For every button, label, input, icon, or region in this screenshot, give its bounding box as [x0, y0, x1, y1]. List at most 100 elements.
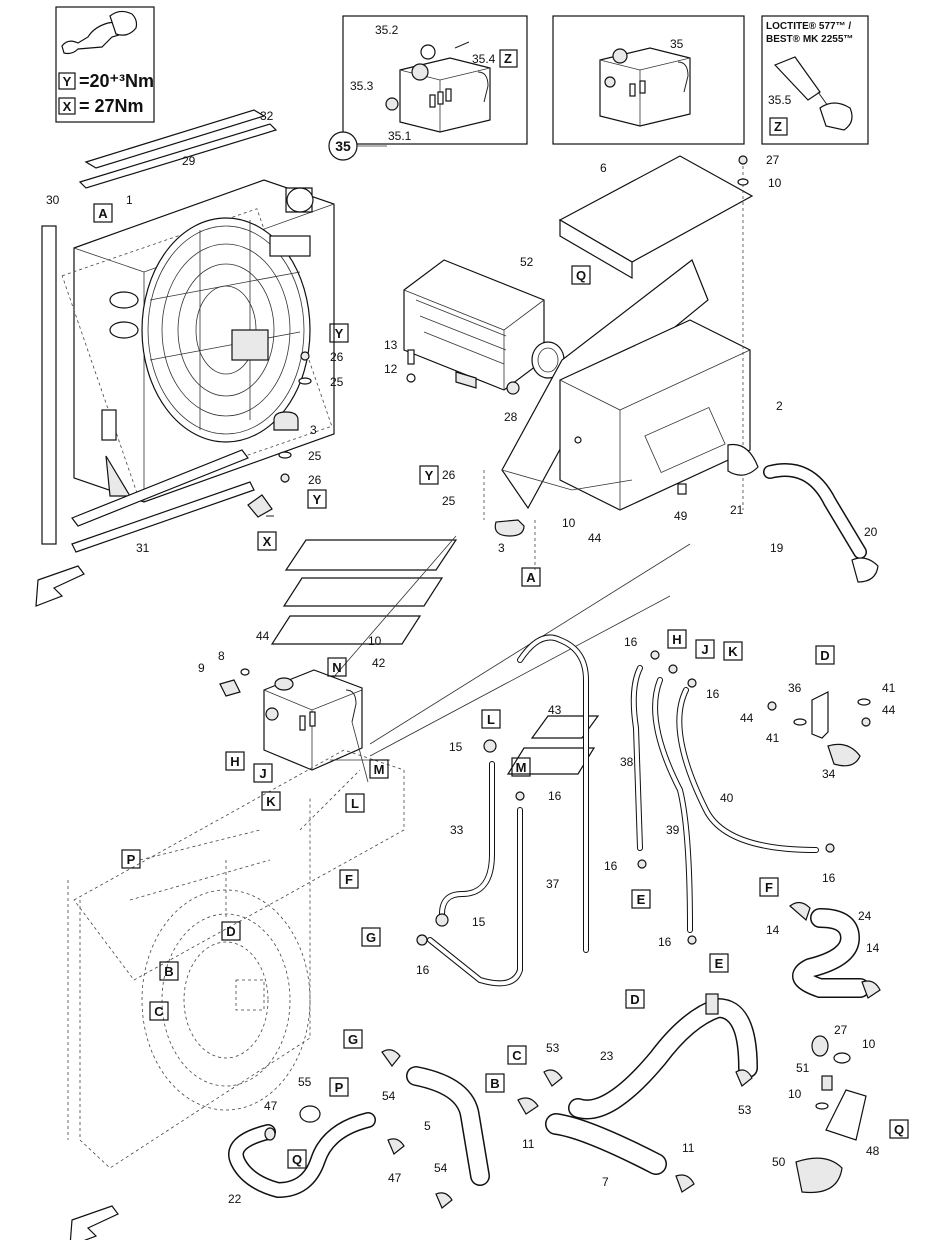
label-16-k: 16 — [706, 687, 720, 701]
letter-box-e-hose: E — [709, 953, 729, 973]
label-14-a: 14 — [766, 923, 780, 937]
letter-box-d-bracket: D — [815, 645, 835, 665]
torque-legend: Y =20⁺³Nm X = 27Nm — [55, 6, 155, 123]
svg-text:K: K — [728, 644, 738, 659]
label-11-a: 11 — [522, 1137, 535, 1151]
label-15-a: 15 — [449, 740, 463, 754]
label-53-b: 53 — [738, 1103, 752, 1117]
label-7: 7 — [602, 1175, 609, 1189]
svg-text:E: E — [715, 956, 724, 971]
label-10-mid: 10 — [562, 516, 576, 530]
loctite-letter-z: Z — [774, 119, 782, 134]
loctite-line2: BEST® MK 2255™ — [766, 34, 853, 45]
label-1: 1 — [126, 193, 133, 207]
letter-box-c-frame: C — [149, 1001, 169, 1021]
label-47-a: 47 — [264, 1099, 278, 1113]
callout-35: 35 — [335, 138, 351, 154]
label-5: 5 — [424, 1119, 431, 1133]
inset-tank: 35 — [552, 15, 745, 145]
label-8: 8 — [218, 649, 225, 663]
svg-text:Q: Q — [894, 1122, 904, 1137]
letter-box-e-tube: E — [631, 889, 651, 909]
label-16-40: 16 — [822, 871, 836, 885]
label-35-3: 35.3 — [350, 79, 374, 93]
label-42: 42 — [372, 656, 386, 670]
legend-x-torque: = 27Nm — [79, 96, 144, 116]
label-27-top: 27 — [766, 153, 780, 167]
hoses-lower — [228, 901, 881, 1209]
label-38: 38 — [620, 755, 634, 769]
svg-text:B: B — [164, 964, 173, 979]
svg-text:C: C — [512, 1048, 522, 1063]
svg-text:F: F — [765, 880, 773, 895]
letter-box-y-a: Y — [329, 323, 349, 343]
letter-box-l-tube: L — [481, 709, 501, 729]
label-44-d: 44 — [740, 711, 754, 725]
label-54-b: 54 — [434, 1161, 448, 1175]
loctite-line1: LOCTITE® 577™ / — [766, 21, 851, 32]
inset-loctite: LOCTITE® 577™ / BEST® MK 2255™ 35.5 Z — [761, 15, 869, 145]
svg-text:Q: Q — [292, 1152, 302, 1167]
letter-box-d-frame: D — [221, 921, 241, 941]
heater-unit — [403, 259, 565, 395]
letter-box-c-hose: C — [507, 1045, 527, 1065]
svg-text:G: G — [348, 1032, 358, 1047]
label-32: 32 — [260, 109, 274, 123]
letter-box-x: X — [257, 531, 277, 551]
radiator-assembly-top — [35, 109, 335, 607]
label-35-5: 35.5 — [768, 93, 792, 107]
label-55: 55 — [298, 1075, 312, 1089]
bracket-36 — [767, 691, 871, 767]
svg-text:B: B — [490, 1076, 499, 1091]
svg-text:J: J — [701, 642, 708, 657]
label-34: 34 — [822, 767, 836, 781]
label-16-39: 16 — [658, 935, 672, 949]
label-30: 30 — [46, 193, 60, 207]
label-35-4: 35.4 — [472, 52, 496, 66]
label-10-tank: 10 — [368, 634, 382, 648]
svg-text:A: A — [98, 206, 108, 221]
label-53-a: 53 — [546, 1041, 560, 1055]
letter-box-a-mid: A — [521, 567, 541, 587]
svg-text:K: K — [266, 794, 276, 809]
letter-box-j-tube: J — [695, 639, 715, 659]
label-35-1: 35.1 — [388, 129, 412, 143]
svg-text:Y: Y — [335, 326, 344, 341]
letter-box-l-tank: L — [345, 793, 365, 813]
label-16-m: 16 — [548, 789, 562, 803]
letter-box-k-tube: K — [723, 641, 743, 661]
part-labels: 32 29 30 1 27 10 6 52 13 12 28 2 26 25 3… — [46, 109, 896, 1206]
svg-text:H: H — [230, 754, 239, 769]
label-13: 13 — [384, 338, 398, 352]
label-54-a: 54 — [382, 1089, 396, 1103]
inset-letter-z: Z — [504, 51, 512, 66]
label-43: 43 — [548, 703, 562, 717]
mount-hardware-top — [247, 351, 312, 518]
label-44-e: 44 — [882, 703, 896, 717]
label-50: 50 — [772, 1155, 786, 1169]
letter-box-g-hose: G — [343, 1029, 363, 1049]
legend-y-torque: =20⁺³Nm — [79, 71, 154, 91]
letter-box-m-tank: M — [369, 759, 389, 779]
svg-text:P: P — [127, 852, 136, 867]
bracket-48 — [795, 1035, 867, 1194]
label-33: 33 — [450, 823, 464, 837]
letter-box-b-hose: B — [485, 1073, 505, 1093]
label-22: 22 — [228, 1192, 242, 1206]
letter-box-m-tube: M — [511, 757, 531, 777]
label-23: 23 — [600, 1049, 614, 1063]
label-25-b: 25 — [308, 449, 322, 463]
letter-box-y-c: Y — [419, 465, 439, 485]
letter-box-y-b: Y — [307, 489, 327, 509]
inset-tank-exploded: 35.2 35.4 35.3 35.1 Z 35 — [328, 15, 528, 161]
svg-text:Y: Y — [313, 492, 322, 507]
label-52: 52 — [520, 255, 534, 269]
letter-box-f-frame: F — [339, 869, 359, 889]
label-24: 24 — [858, 909, 872, 923]
label-35: 35 — [670, 37, 684, 51]
pipe-19 — [494, 443, 879, 583]
label-51: 51 — [796, 1061, 810, 1075]
label-28: 28 — [504, 410, 518, 424]
letter-box-n-tank: N — [327, 657, 347, 677]
